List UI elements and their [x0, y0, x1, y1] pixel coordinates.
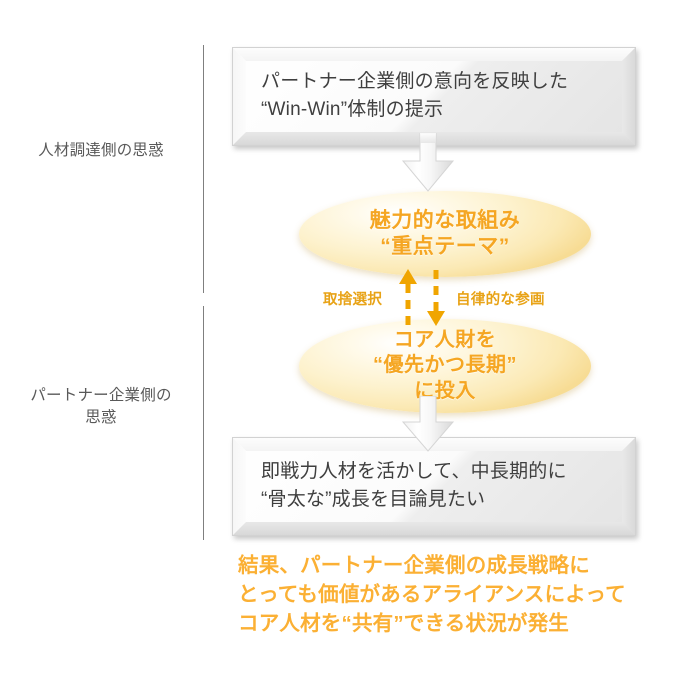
- ellipse-attractive-theme: 魅力的な取組み “重点テーマ”: [299, 191, 591, 277]
- divider-line-top: [203, 45, 204, 293]
- side-label-partner: パートナー企業側の 思惑: [30, 387, 172, 427]
- arrow-caption-autonomy: 自律的な参画: [456, 292, 545, 308]
- down-arrow-icon-bottom: [399, 395, 457, 459]
- box-top-proposal: パートナー企業側の意向を反映した “Win-Win”体制の提示: [232, 47, 636, 146]
- conclusion-text: 結果、パートナー企業側の成長戦略に とっても価値があるアライアンスによって コア…: [238, 554, 626, 636]
- box-bottom-text: 即戦力人材を活かして、中長期的に “骨太な”成長を目論見たい: [261, 461, 567, 511]
- ellipse-core-text: コア人財を “優先かつ長期” に投入: [373, 329, 517, 402]
- side-label-procurement: 人材調達側の思惑: [38, 142, 164, 159]
- down-arrow-icon-top: [399, 132, 457, 200]
- divider-line-bottom: [203, 306, 204, 540]
- arrow-caption-selection: 取捨選択: [323, 292, 383, 308]
- box-top-text: パートナー企業側の意向を反映した “Win-Win”体制の提示: [261, 71, 569, 121]
- ellipse-theme-text: 魅力的な取組み “重点テーマ”: [369, 208, 521, 258]
- dashed-arrows-icon: [393, 268, 451, 328]
